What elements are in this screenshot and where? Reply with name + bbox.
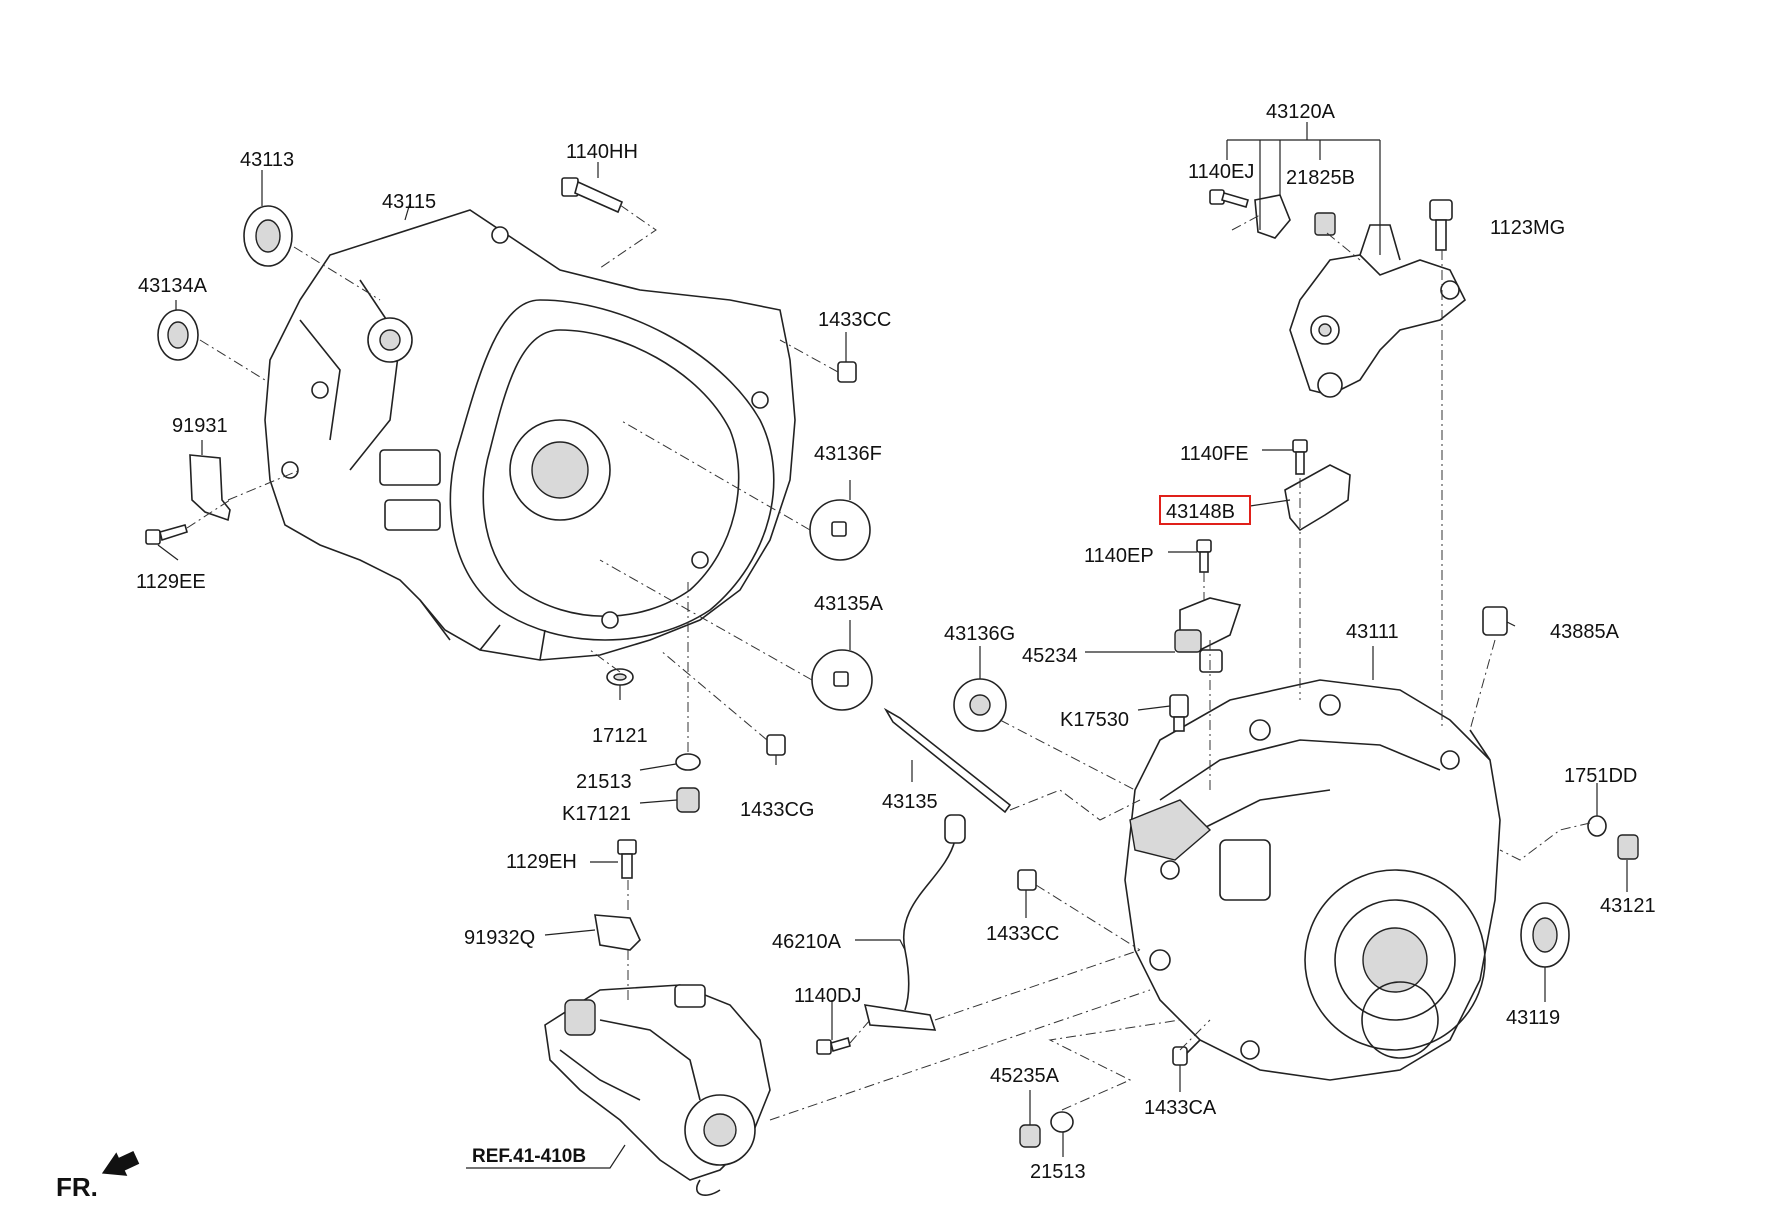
label-1433CG[interactable]: 1433CG <box>740 799 815 821</box>
label-1129EH[interactable]: 1129EH <box>506 851 577 873</box>
label-46210A[interactable]: 46210A <box>772 931 842 953</box>
label-1140EJ[interactable]: 1140EJ <box>1188 161 1254 183</box>
dowel-1433CC-top[interactable] <box>837 361 857 383</box>
plate-43136G[interactable] <box>953 678 1007 732</box>
bolt-1129EH[interactable] <box>617 839 637 879</box>
harness-46210A[interactable] <box>863 814 966 1031</box>
label-43148B[interactable]: 43148B <box>1166 501 1235 523</box>
label-1751DD[interactable]: 1751DD <box>1564 765 1637 787</box>
cover-43136F[interactable] <box>809 499 871 561</box>
highlight-box-43148B <box>1159 495 1251 525</box>
bolt-1123MG[interactable] <box>1429 199 1453 251</box>
label-43885A[interactable]: 43885A <box>1550 621 1620 643</box>
part-labels: 43120A 1140EJ 21825B 1123MG 43113 1140HH… <box>56 101 1656 1202</box>
bolt-1140FE[interactable] <box>1292 439 1308 475</box>
label-1140HH[interactable]: 1140HH <box>566 141 638 163</box>
label-1140DJ[interactable]: 1140DJ <box>794 985 861 1007</box>
label-1123MG[interactable]: 1123MG <box>1490 217 1565 239</box>
washer-17121[interactable] <box>606 668 634 686</box>
label-21825B[interactable]: 21825B <box>1286 167 1355 189</box>
clutch-housing-43115[interactable] <box>264 209 796 661</box>
oil-seal-43119[interactable] <box>1520 902 1570 968</box>
bolt-1140EJ[interactable] <box>1209 189 1249 208</box>
label-1433CC-low[interactable]: 1433CC <box>986 923 1059 945</box>
dowel-1433CC-low[interactable] <box>1017 869 1037 891</box>
bracket-91932Q[interactable] <box>594 914 641 951</box>
label-K17530[interactable]: K17530 <box>1060 709 1129 731</box>
cap-43885A[interactable] <box>1482 606 1508 636</box>
bracket-43148B[interactable] <box>1284 464 1351 532</box>
ref-assembly-41-410B[interactable] <box>544 984 771 1196</box>
washer-21513-mid[interactable] <box>675 753 701 771</box>
label-1129EE[interactable]: 1129EE <box>136 571 206 593</box>
label-1140FE[interactable]: 1140FE <box>1180 443 1249 465</box>
o-ring-1751DD[interactable] <box>1587 815 1607 837</box>
bracket-91931[interactable] <box>189 454 231 522</box>
bolt-1140EP[interactable] <box>1196 539 1212 573</box>
washer-21513-low[interactable] <box>1050 1111 1074 1133</box>
label-43135A[interactable]: 43135A <box>814 593 884 615</box>
oil-seal-43134A[interactable] <box>157 309 199 361</box>
label-17121[interactable]: 17121 <box>592 725 648 747</box>
label-43121[interactable]: 43121 <box>1600 895 1656 917</box>
bolt-1129EE[interactable] <box>145 524 188 545</box>
oil-seal-43113[interactable] <box>243 205 293 267</box>
label-1140EP[interactable]: 1140EP <box>1084 545 1154 567</box>
sensor-K17530[interactable] <box>1169 694 1189 732</box>
label-1433CC-top[interactable]: 1433CC <box>818 309 891 331</box>
label-43111[interactable]: 43111 <box>1346 621 1399 643</box>
label-43134A[interactable]: 43134A <box>138 275 208 297</box>
plug-K17121[interactable] <box>676 787 700 813</box>
label-43113[interactable]: 43113 <box>240 149 294 171</box>
label-91932Q[interactable]: 91932Q <box>464 927 535 949</box>
front-arrow-icon <box>101 1151 140 1176</box>
bracket-assembly-43120A[interactable] <box>1254 194 1467 398</box>
label-43136F[interactable]: 43136F <box>814 443 882 465</box>
label-45234[interactable]: 45234 <box>1022 645 1078 667</box>
label-43115[interactable]: 43115 <box>382 191 436 213</box>
label-91931[interactable]: 91931 <box>172 415 228 437</box>
dowel-1433CG[interactable] <box>766 734 786 756</box>
assembly-centerlines <box>186 204 1591 1121</box>
plug-43121[interactable] <box>1617 834 1639 860</box>
label-43120A[interactable]: 43120A <box>1266 101 1336 123</box>
label-1433CA[interactable]: 1433CA <box>1144 1097 1217 1119</box>
label-ref-41-410B[interactable]: REF.41-410B <box>472 1146 586 1167</box>
label-front: FR. <box>56 1172 98 1202</box>
plug-45235A[interactable] <box>1019 1124 1041 1148</box>
bolt-1140HH[interactable] <box>561 177 624 214</box>
label-45235A[interactable]: 45235A <box>990 1065 1060 1087</box>
label-21513-low[interactable]: 21513 <box>1030 1161 1086 1183</box>
label-43119[interactable]: 43119 <box>1506 1007 1560 1029</box>
rod-43135[interactable] <box>883 707 1012 814</box>
label-21513-mid[interactable]: 21513 <box>576 771 632 793</box>
label-43136G[interactable]: 43136G <box>944 623 1015 645</box>
transmission-case-43111[interactable] <box>1124 679 1501 1081</box>
range-switch-45234[interactable] <box>1174 597 1242 673</box>
leader-lines <box>157 122 1628 1169</box>
label-43135[interactable]: 43135 <box>882 791 938 813</box>
label-K17121[interactable]: K17121 <box>562 803 631 825</box>
cover-43135A[interactable] <box>811 649 873 711</box>
bolt-1140DJ[interactable] <box>816 1036 851 1055</box>
